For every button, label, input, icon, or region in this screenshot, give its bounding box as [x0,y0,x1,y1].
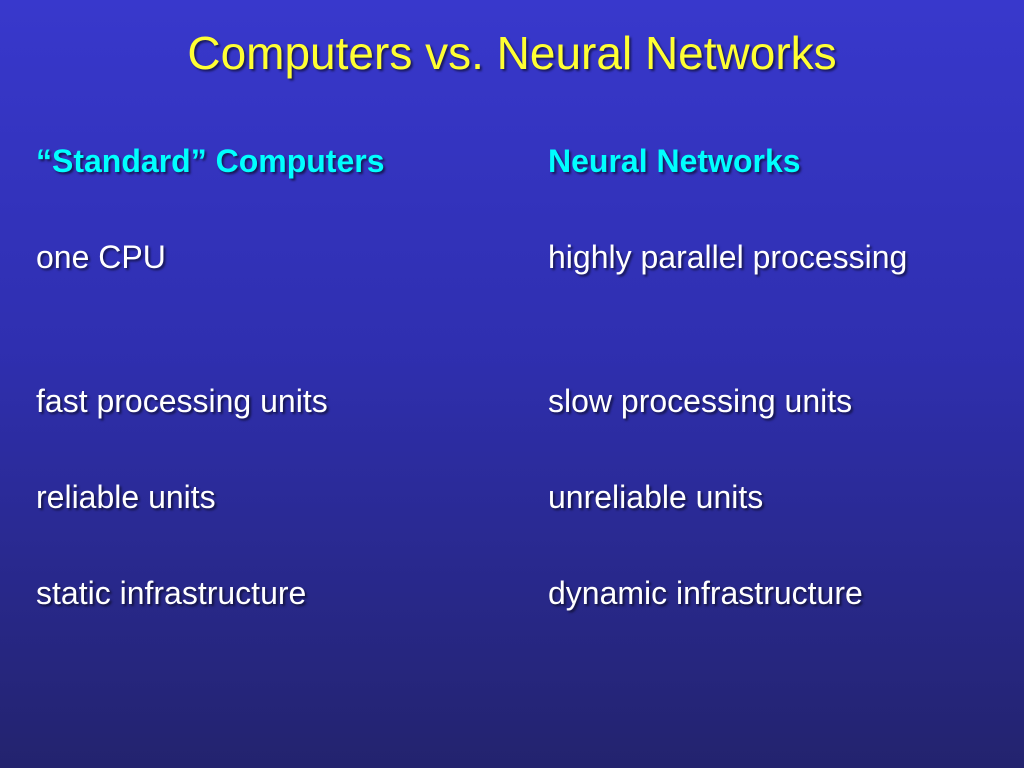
left-row-4: static infrastructure [36,575,307,611]
right-row-1: highly parallel processing [548,239,908,275]
left-row-1: one CPU [36,239,166,275]
right-column-heading: Neural Networks [548,143,801,179]
right-row-2: slow processing units [548,383,853,419]
left-row-3: reliable units [36,479,216,515]
left-row-2: fast processing units [36,383,328,419]
left-column-heading: “Standard” Computers [36,143,385,179]
right-row-3: unreliable units [548,479,764,515]
slide-title: Computers vs. Neural Networks [187,27,837,79]
right-column: Neural Networks highly parallel processi… [548,138,1008,616]
right-row-4: dynamic infrastructure [548,575,863,611]
left-column: “Standard” Computers one CPU fast proces… [36,138,516,616]
